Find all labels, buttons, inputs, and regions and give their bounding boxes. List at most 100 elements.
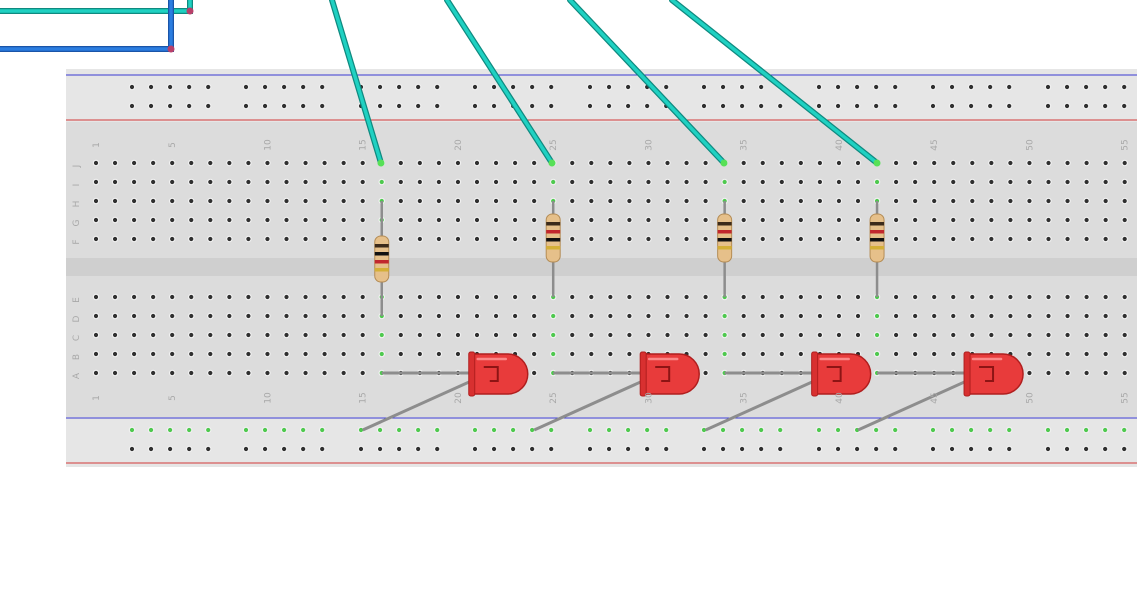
hole: [151, 351, 156, 357]
blue-wire: [0, 0, 174, 52]
hole: [930, 84, 936, 90]
hole: [436, 179, 441, 185]
hole: [474, 217, 480, 223]
hole: [1065, 198, 1070, 204]
hole-connected: [510, 427, 516, 433]
hole: [1027, 332, 1032, 338]
hole: [455, 160, 461, 166]
hole-connected: [129, 427, 135, 433]
hole: [855, 217, 861, 223]
hole: [913, 179, 918, 185]
hole: [1027, 217, 1032, 223]
hole: [170, 351, 175, 357]
hole: [855, 179, 861, 185]
hole: [455, 217, 461, 223]
hole: [170, 294, 175, 300]
hole: [1008, 294, 1013, 300]
hole: [608, 332, 613, 338]
hole: [570, 294, 575, 300]
column-number: 20: [454, 392, 464, 404]
hole: [360, 332, 365, 338]
wire-end: [186, 7, 194, 15]
hole: [532, 294, 537, 300]
hole: [645, 103, 650, 109]
hole-connected: [206, 427, 211, 433]
hole: [284, 198, 289, 204]
hole: [684, 294, 689, 300]
hole: [1064, 103, 1070, 109]
hole: [93, 179, 99, 185]
hole: [835, 84, 841, 90]
hole: [913, 236, 918, 242]
hole: [474, 160, 480, 166]
hole: [170, 198, 175, 204]
hole: [913, 313, 918, 319]
hole: [243, 446, 249, 452]
components: [362, 201, 1024, 432]
hole: [360, 294, 365, 300]
hole: [894, 160, 899, 166]
led-lead: [533, 377, 648, 432]
hole: [474, 198, 480, 204]
hole: [168, 446, 173, 452]
hole: [436, 160, 441, 166]
hole: [855, 332, 861, 338]
hole: [455, 179, 461, 185]
hole: [322, 217, 327, 223]
hole: [855, 294, 861, 300]
hole: [760, 294, 765, 300]
hole: [969, 84, 974, 90]
hole: [1065, 313, 1070, 319]
hole-connected: [587, 427, 593, 433]
hole: [282, 103, 287, 109]
hole: [360, 351, 365, 357]
led-lead: [857, 377, 972, 432]
hole: [970, 313, 975, 319]
hole: [1046, 198, 1051, 204]
hole-connected: [551, 332, 556, 338]
hole: [513, 217, 518, 223]
jumper-wires: [0, 0, 881, 167]
hole: [170, 370, 175, 376]
column-number: 10: [263, 139, 273, 151]
hole: [779, 217, 784, 223]
hole: [360, 370, 365, 376]
hole: [665, 236, 670, 242]
hole-connected: [379, 332, 384, 338]
hole-connected: [491, 427, 497, 433]
hole: [472, 103, 478, 109]
hole: [151, 160, 156, 166]
hole: [416, 103, 421, 109]
hole: [589, 351, 594, 357]
blue-wire: [0, 0, 173, 51]
hole: [779, 179, 784, 185]
hole: [913, 351, 918, 357]
hole: [798, 198, 803, 204]
column-number: 1: [92, 395, 102, 401]
resistor-band: [870, 230, 885, 234]
hole: [570, 198, 575, 204]
hole: [741, 332, 746, 338]
hole: [189, 351, 194, 357]
hole: [246, 313, 251, 319]
hole: [1103, 351, 1108, 357]
hole: [416, 84, 421, 90]
hole: [112, 160, 118, 166]
led-rim: [468, 351, 476, 397]
row-letter: E: [72, 297, 82, 303]
hole: [627, 236, 632, 242]
hole-connected: [282, 427, 287, 433]
hole: [189, 160, 194, 166]
hole: [151, 294, 156, 300]
red-led: [468, 351, 529, 397]
column-number: 35: [740, 139, 750, 150]
hole: [760, 313, 765, 319]
hole: [836, 313, 842, 319]
hole: [779, 313, 784, 319]
hole: [206, 103, 211, 109]
hole-connected: [168, 427, 173, 433]
hole: [168, 103, 173, 109]
row-letter: H: [72, 201, 82, 208]
hole: [893, 84, 898, 90]
hole: [646, 332, 651, 338]
